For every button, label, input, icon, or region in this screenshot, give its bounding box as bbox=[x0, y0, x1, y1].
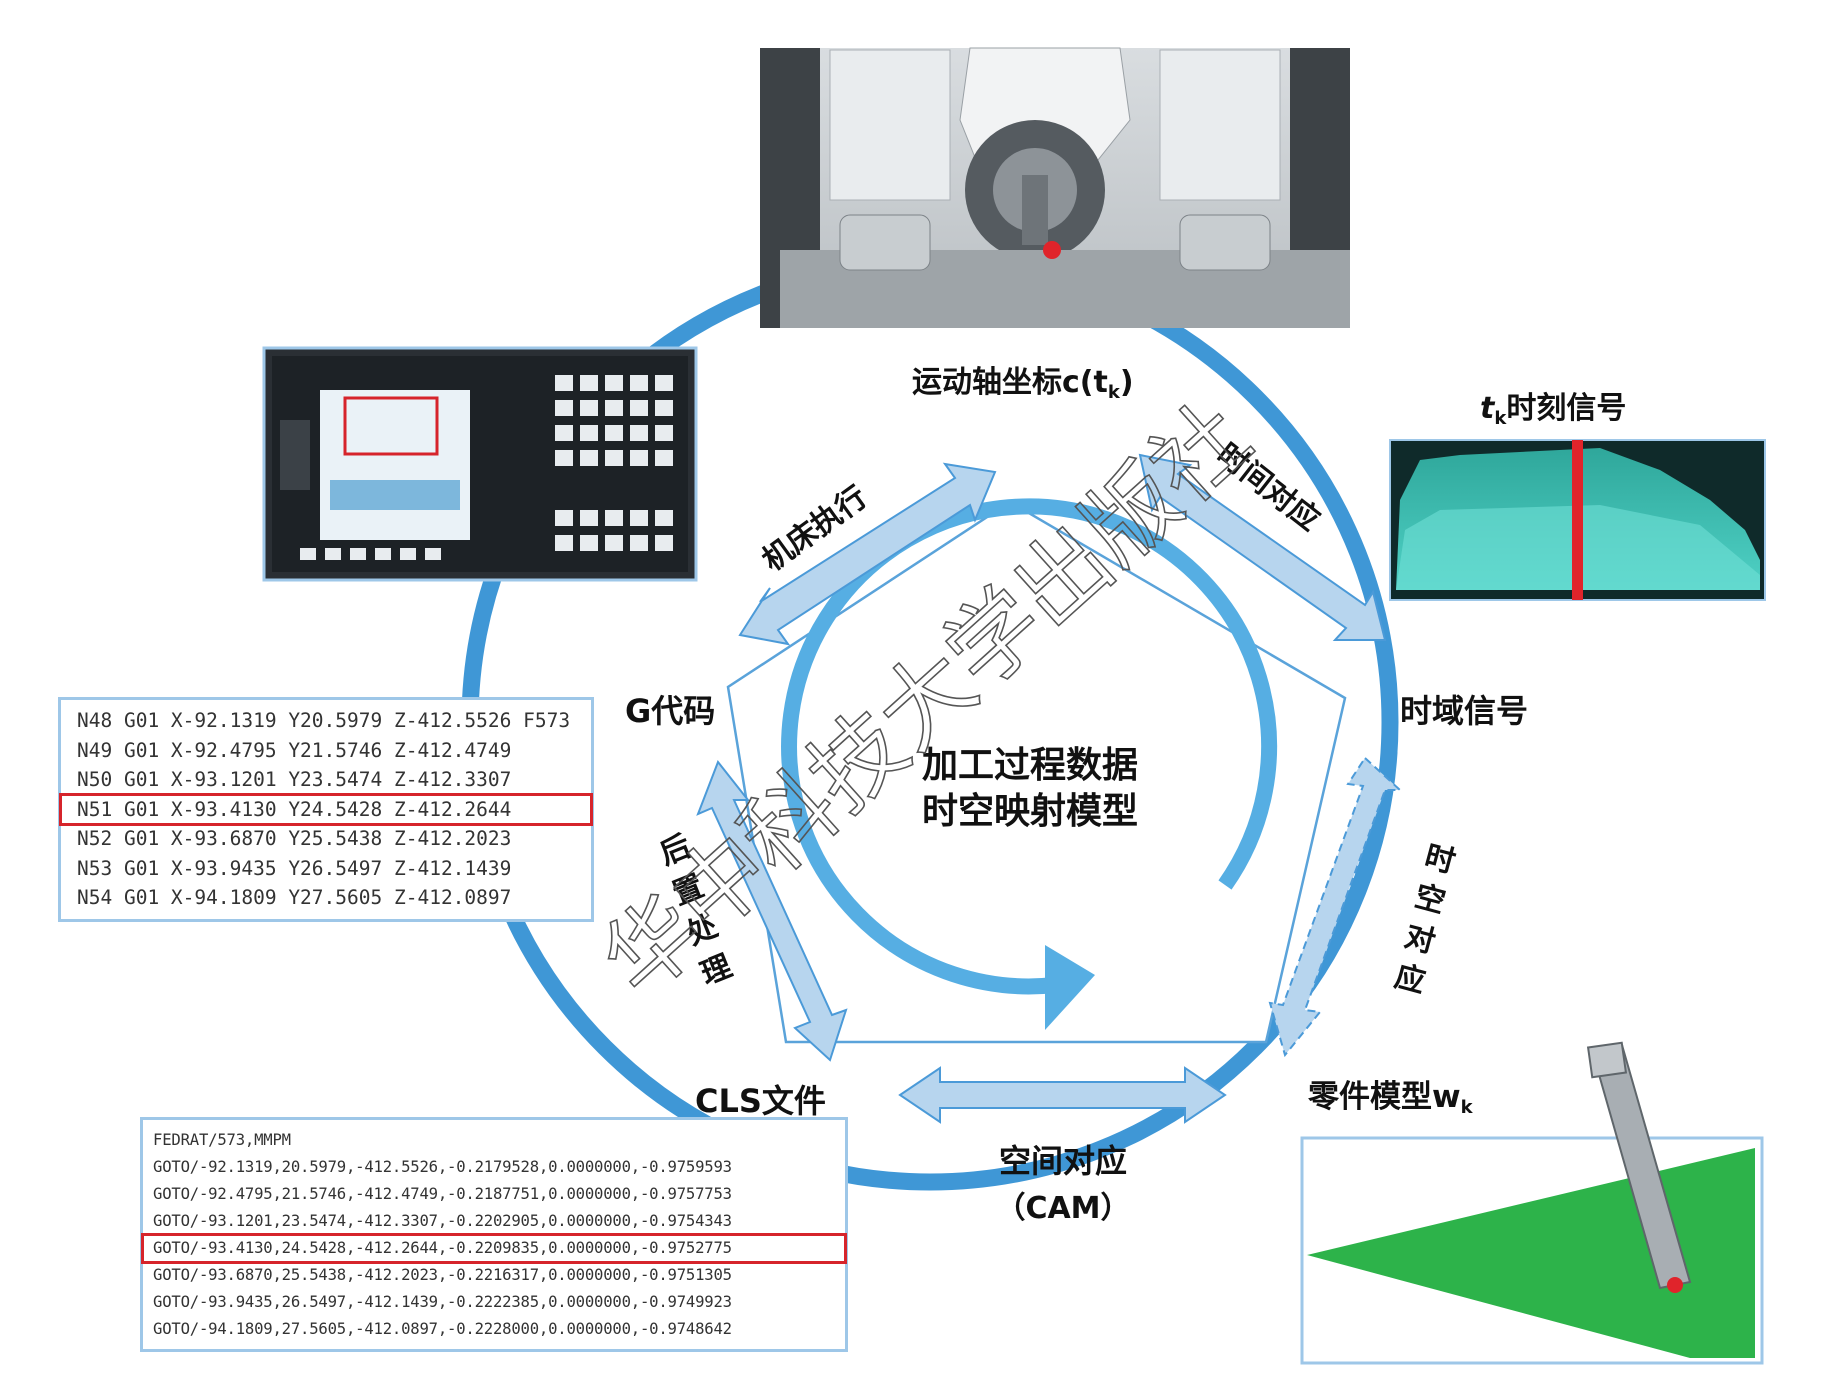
label-motion-axis: 运动轴坐标c(tk) bbox=[912, 365, 1134, 403]
code-line: N53 G01 X-93.9435 Y26.5497 Z-412.1439 bbox=[77, 856, 512, 880]
center-title-line2: 时空映射模型 bbox=[922, 791, 1138, 832]
machine-tool-photo bbox=[760, 47, 1350, 328]
part-model-view bbox=[1300, 1041, 1764, 1365]
highlighted-code-line: N51 G01 X-93.4130 Y24.5428 Z-412.2644 bbox=[59, 792, 593, 826]
part-contact-point bbox=[1667, 1277, 1683, 1293]
label-gcode: G代码 bbox=[625, 692, 715, 730]
tool-tip-marker bbox=[1043, 241, 1061, 259]
controller-keypad bbox=[300, 375, 673, 560]
gcode-lines: N48 G01 X-92.1319 Y20.5979 Z-412.5526 F5… bbox=[59, 706, 593, 913]
code-line: GOTO/-93.1201,23.5474,-412.3307,-0.22029… bbox=[153, 1212, 732, 1230]
center-pentagon bbox=[726, 500, 1347, 1044]
code-line: FEDRAT/573,MMPM bbox=[153, 1131, 291, 1149]
label-space-map: 空间对应 bbox=[999, 1142, 1127, 1180]
cls-listing: FEDRAT/573,MMPM GOTO/-92.1319,20.5979,-41… bbox=[140, 1117, 848, 1352]
svg-text:应: 应 bbox=[1391, 959, 1429, 1001]
label-cls-file: CLS文件 bbox=[695, 1082, 826, 1120]
highlighted-code-line: GOTO/-93.4130,24.5428,-412.2644,-0.22098… bbox=[141, 1233, 847, 1264]
code-line: GOTO/-93.6870,25.5438,-412.2023,-0.22163… bbox=[153, 1266, 732, 1284]
label-spacetime-map: 时 空 对 应 bbox=[1391, 839, 1459, 1001]
label-space-map-cam: （CAM） bbox=[995, 1191, 1130, 1226]
arrow-post-process bbox=[696, 760, 848, 1062]
gcode-listing: N48 G01 X-92.1319 Y20.5979 Z-412.5526 F5… bbox=[58, 697, 594, 922]
arrow-space-map bbox=[898, 1066, 1227, 1124]
label-signal-title: tk时刻信号 bbox=[1480, 391, 1626, 429]
code-line: GOTO/-92.4795,21.5746,-412.4749,-0.21877… bbox=[153, 1185, 732, 1203]
svg-text:对: 对 bbox=[1401, 919, 1439, 961]
center-title-line1: 加工过程数据 bbox=[922, 745, 1138, 786]
inner-cycle-arrowhead bbox=[1045, 945, 1095, 1030]
code-line: N50 G01 X-93.1201 Y23.5474 Z-412.3307 bbox=[77, 768, 512, 791]
svg-text:空: 空 bbox=[1411, 879, 1449, 921]
code-line: N54 G01 X-94.1809 Y27.5605 Z-412.0897 bbox=[77, 886, 512, 909]
signal-time-marker bbox=[1572, 440, 1583, 600]
svg-text:时: 时 bbox=[1421, 839, 1459, 881]
code-line: GOTO/-94.1809,27.5605,-412.0897,-0.22280… bbox=[153, 1320, 732, 1338]
code-line: N48 G01 X-92.1319 Y20.5979 Z-412.5526 F5… bbox=[77, 709, 571, 732]
arrow-time-map bbox=[1138, 453, 1387, 641]
cnc-controller-panel bbox=[262, 346, 698, 582]
time-signal-panel bbox=[1389, 439, 1766, 601]
cls-lines: FEDRAT/573,MMPM GOTO/-92.1319,20.5979,-41… bbox=[141, 1127, 847, 1343]
code-line: GOTO/-92.1319,20.5979,-412.5526,-0.21795… bbox=[153, 1158, 732, 1176]
label-time-signal: 时域信号 bbox=[1400, 692, 1528, 730]
arrow-machine-exec bbox=[738, 462, 997, 646]
arrow-spacetime-map bbox=[1268, 756, 1403, 1058]
code-line: N52 G01 X-93.6870 Y25.5438 Z-412.2023 bbox=[77, 827, 512, 850]
label-part-model: 零件模型wk bbox=[1308, 1079, 1474, 1118]
code-line: GOTO/-93.9435,26.5497,-412.1439,-0.22223… bbox=[153, 1293, 732, 1311]
code-line: N49 G01 X-92.4795 Y21.5746 Z-412.4749 bbox=[77, 738, 512, 762]
